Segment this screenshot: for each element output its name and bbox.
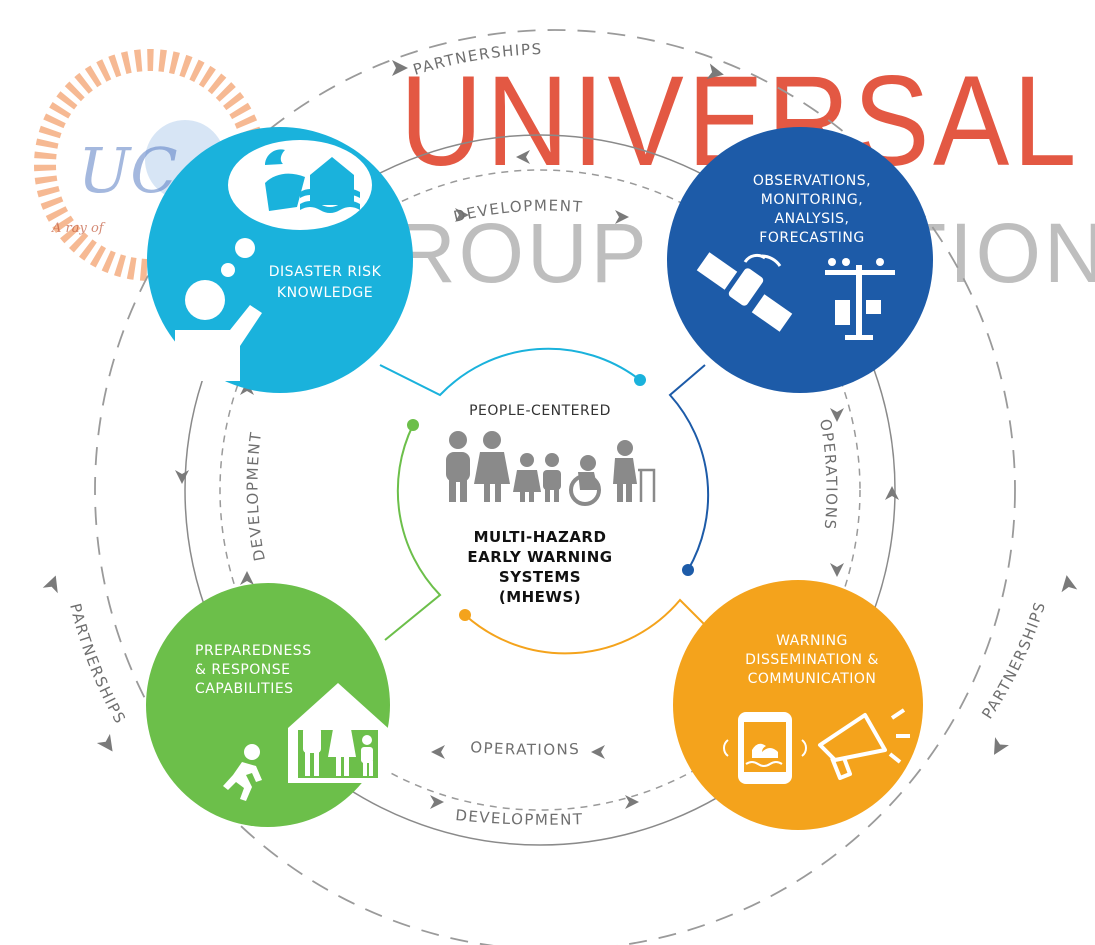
connector-preparedness	[384, 424, 442, 641]
node-observations-label-4: FORECASTING	[759, 230, 864, 246]
node-warning-label-1: WARNING	[776, 633, 848, 649]
connector-arcs	[379, 347, 716, 655]
node-observations-label-3: ANALYSIS,	[775, 211, 850, 227]
watermark-tagline: A ray of	[51, 221, 106, 236]
person-thinking-icon	[175, 280, 262, 381]
satellite-icon	[696, 252, 793, 332]
outer-partnerships-ring	[94, 29, 1016, 945]
development-left-label: DEVELOPMENT	[243, 430, 268, 563]
node-observations-circle	[667, 127, 933, 393]
node-preparedness-label-3: CAPABILITIES	[195, 681, 294, 697]
center-circle	[390, 350, 690, 650]
node-warning-label-2: DISSEMINATION &	[745, 652, 879, 668]
node-knowledge-label-1: DISASTER RISK	[269, 264, 382, 280]
running-person-icon	[223, 744, 262, 801]
center-title-line-4: (MHEWS)	[499, 588, 581, 606]
center-subtitle: PEOPLE-CENTERED	[469, 403, 611, 419]
node-preparedness-label-1: PREPAREDNESS	[195, 643, 312, 659]
center-title-line-2: EARLY WARNING	[467, 548, 612, 566]
weather-station-icon	[825, 258, 895, 340]
node-warning-label-3: COMMUNICATION	[748, 671, 877, 687]
node-observations-label-1: OBSERVATIONS,	[753, 173, 871, 189]
center-title-line-3: SYSTEMS	[499, 568, 581, 586]
node-observations-label-2: MONITORING,	[761, 192, 863, 208]
node-preparedness-label-2: & RESPONSE	[195, 662, 291, 678]
inner-ring	[184, 134, 896, 846]
megaphone-icon	[818, 708, 910, 780]
node-observations: OBSERVATIONS, MONITORING, ANALYSIS, FORE…	[667, 127, 933, 393]
phone-alert-icon	[723, 712, 807, 784]
center-title-line-1: MULTI-HAZARD	[474, 528, 607, 546]
node-preparedness: PREPAREDNESS & RESPONSE CAPABILITIES	[146, 583, 390, 827]
development-bottom-label: DEVELOPMENT	[455, 806, 584, 829]
watermark-logo-text: UC	[78, 134, 178, 207]
partnerships-left-label: PARTNERSHIPS	[66, 602, 130, 728]
inner-dashed-ring	[219, 169, 861, 811]
people-group-icon	[446, 431, 656, 506]
node-warning: WARNING DISSEMINATION & COMMUNICATION	[673, 580, 923, 830]
operations-right-label: OPERATIONS	[816, 418, 840, 532]
node-warning-circle	[673, 580, 923, 830]
operations-bottom-label: OPERATIONS	[470, 738, 581, 759]
connector-knowledge	[379, 347, 641, 397]
node-disaster-risk-knowledge: DISASTER RISK KNOWLEDGE	[147, 127, 413, 393]
flood-house-icon	[265, 149, 360, 213]
partnerships-right-label: PARTNERSHIPS	[978, 599, 1049, 722]
connector-observations	[668, 364, 710, 571]
node-knowledge-label-2: KNOWLEDGE	[277, 285, 373, 301]
family-house-icon	[288, 683, 388, 783]
connector-warning	[464, 598, 716, 655]
outer-arrowheads	[42, 60, 1078, 755]
watermark: UC A ray of UNIVERSAL ROUP OF TIONS	[34, 49, 1095, 300]
inner-arrowheads	[175, 150, 899, 809]
